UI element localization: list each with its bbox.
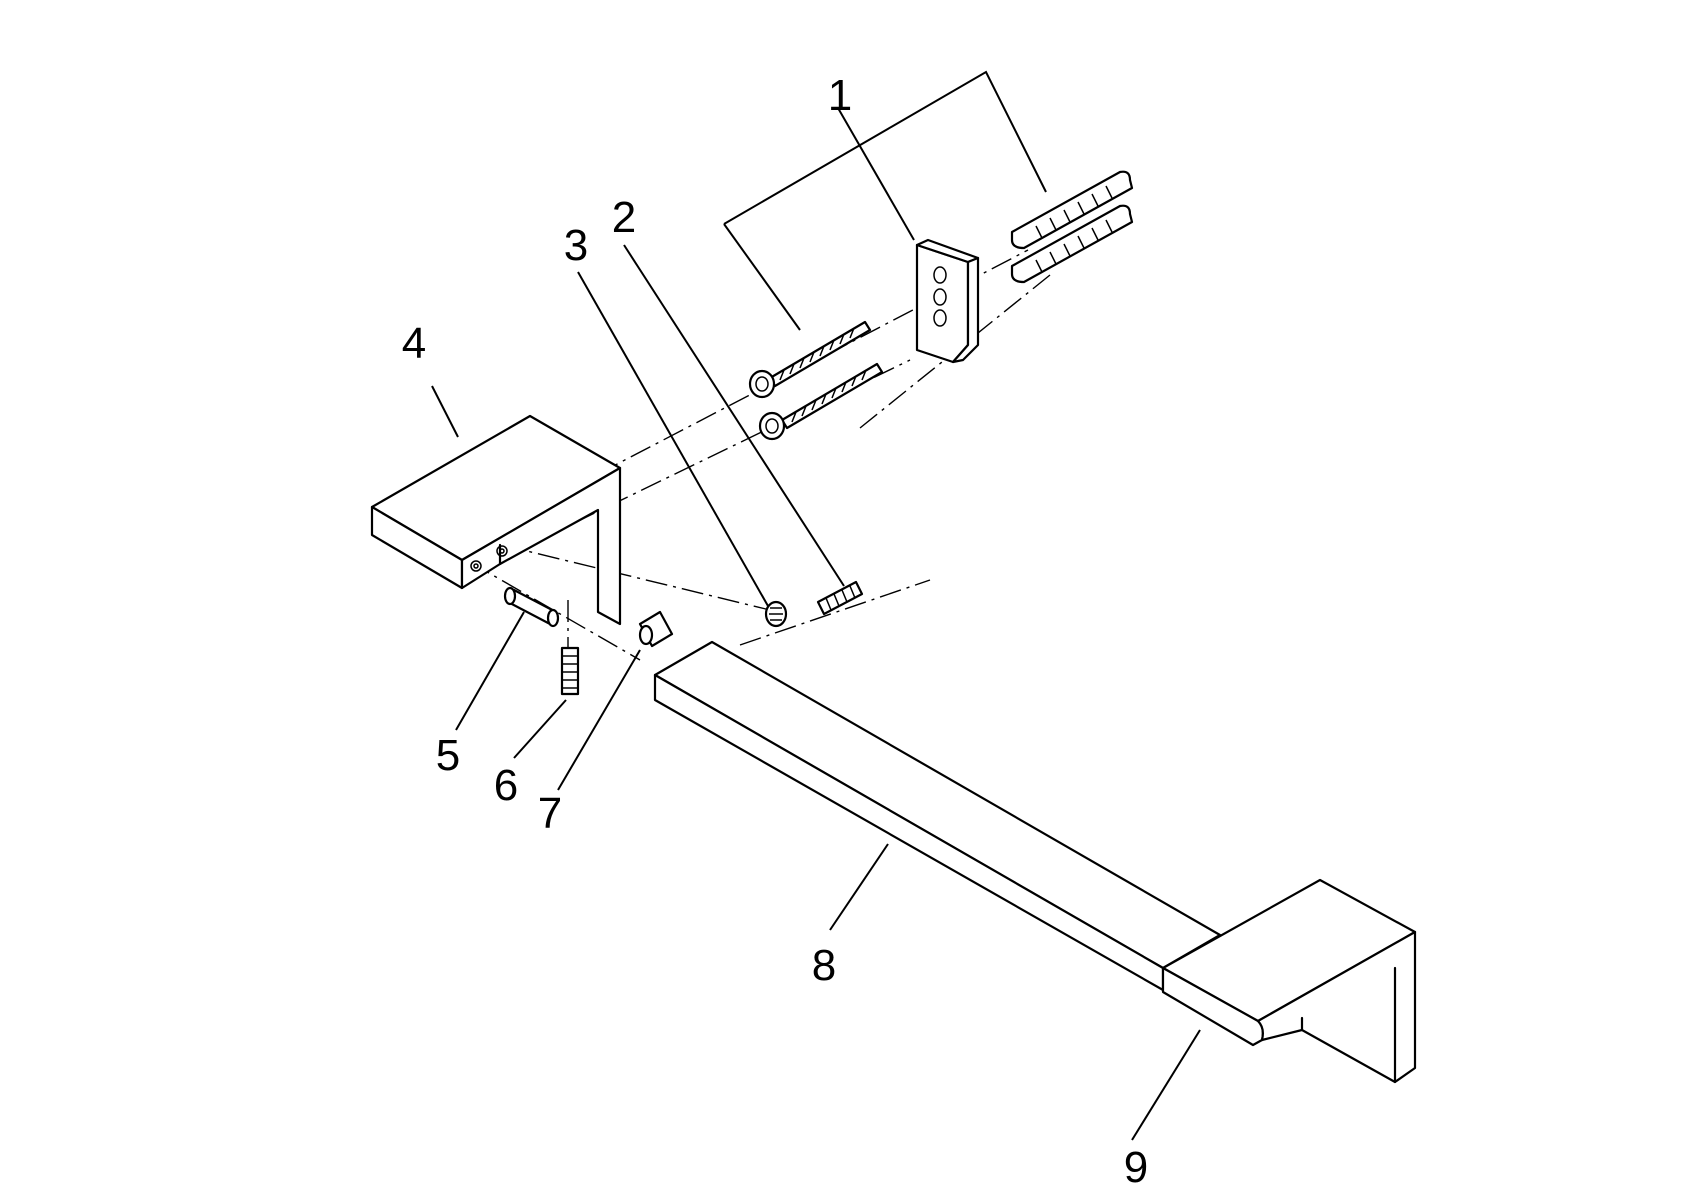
callout-8: 8 [812,941,836,990]
wall-screws [748,320,884,441]
sleeve-nut [638,610,674,648]
callout-7: 7 [538,789,562,838]
callout-3: 3 [564,221,588,270]
right-holder [1161,878,1417,1084]
threaded-pin [816,580,864,616]
threaded-stud [560,646,580,696]
wall-plugs [1010,170,1134,284]
callout-9: 9 [1124,1143,1148,1191]
connecting-sleeve [503,586,560,628]
callout-5: 5 [436,731,460,780]
wall-bracket-plate [915,238,980,364]
callout-labels: 1 2 3 4 5 6 7 8 9 [402,71,1148,1191]
callout-6: 6 [494,761,518,810]
left-holder [370,414,622,626]
set-screw [764,600,788,628]
rail-bar [653,640,1222,992]
leader-lines [431,70,1201,1141]
callout-1: 1 [828,71,852,120]
callout-2: 2 [612,193,636,242]
callout-4: 4 [402,319,426,368]
